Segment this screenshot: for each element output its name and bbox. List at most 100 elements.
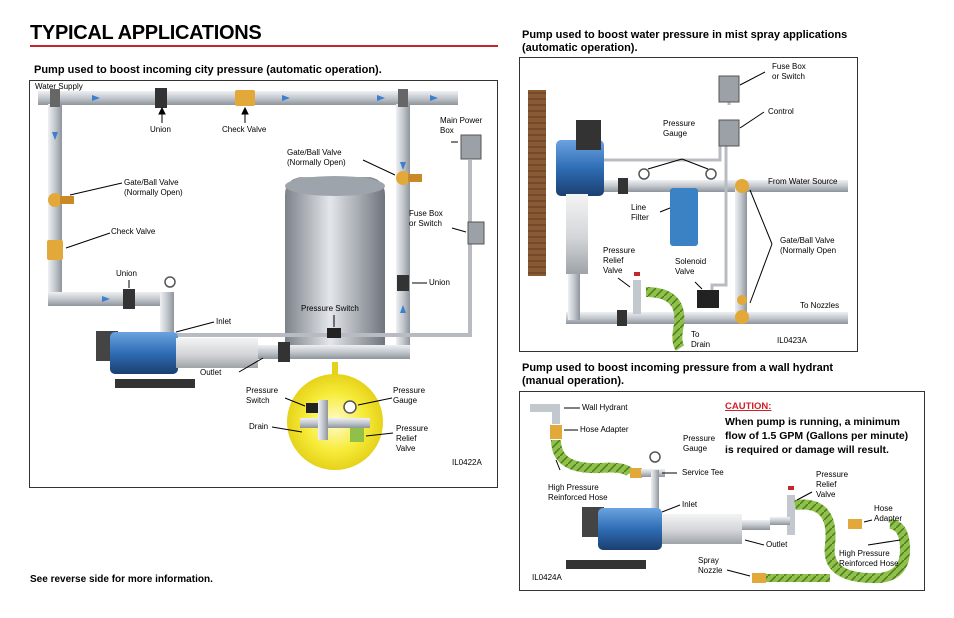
label-pressure-switch-detail: Pressure Switch [246,386,278,406]
label-fuse-box-2: Fuse Box or Switch [772,62,806,82]
label-pressure-relief-2-l2: Relief [603,256,624,265]
diagram2-artwork [528,75,848,351]
label-solenoid-valve: Solenoid Valve [675,257,706,277]
diagram1-code: IL0422A [452,458,482,467]
page-title: TYPICAL APPLICATIONS [30,22,262,44]
label-pressure-relief-2-l1: Pressure [603,246,636,255]
label-solenoid-valve-l2: Valve [675,267,695,276]
diagram1-panel [29,80,498,488]
label-union-top: Union [150,125,171,134]
label-to-drain: To Drain [691,330,710,350]
label-drain: Drain [249,422,269,431]
label-solenoid-valve-l1: Solenoid [675,257,707,266]
label-gate-valve-right-l2: (Normally Open) [287,158,346,167]
footer-note: See reverse side for more information. [30,574,213,585]
label-spray-nozzle-l1: Spray [698,556,719,565]
label-pressure-relief-3-l3: Valve [816,490,836,499]
label-main-power-box: Main Power Box [440,116,482,136]
label-check-valve-left: Check Valve [111,227,156,236]
label-to-drain-l1: To [691,330,700,339]
check-valve-top-icon [235,90,255,106]
label-pressure-relief-1-l2: Relief [396,434,417,443]
label-hp-hose-left-l2: Reinforced Hose [548,493,608,502]
label-pressure-relief-1-l1: Pressure [396,424,429,433]
label-gate-valve-right-l1: Gate/Ball Valve [287,148,342,157]
caution-line-1: When pump is running, a minimum [725,416,900,428]
flow-arrows [52,95,438,313]
label-fuse-box-2-l1: Fuse Box [772,62,806,71]
label-check-valve-top: Check Valve [222,125,267,134]
label-pressure-relief-1-l3: Valve [396,444,416,453]
diagram3-heading: Pump used to boost incoming pressure fro… [522,362,833,388]
label-line-filter-l1: Line [631,203,647,212]
label-pressure-gauge-detail-l2: Gauge [393,396,418,405]
label-wall-hydrant: Wall Hydrant [582,403,628,412]
title-rule [30,45,498,47]
label-fuse-box-1-l1: Fuse Box [409,209,443,218]
label-outlet-3: Outlet [766,540,788,549]
label-hp-hose-right-l1: High Pressure [839,549,890,558]
caution-line-2: flow of 1.5 GPM (Gallons per minute) [725,430,909,442]
label-inlet-1: Inlet [216,317,232,326]
label-pressure-gauge-detail: Pressure Gauge [393,386,425,406]
diagram1-artwork [38,88,485,470]
label-hose-adapter-right-l1: Hose [874,504,893,513]
line-filter-icon [670,188,698,246]
label-to-drain-l2: Drain [691,340,711,349]
label-control: Control [768,107,794,116]
label-gate-valve-left-l1: Gate/Ball Valve [124,178,179,187]
diagram2-code: IL0423A [777,336,807,345]
label-pressure-relief-1: Pressure Relief Valve [396,424,428,454]
caution-text: When pump is running, a minimum flow of … [725,415,908,457]
diagram3-heading-line1: Pump used to boost incoming pressure fro… [522,362,834,374]
diagram2-heading: Pump used to boost water pressure in mis… [522,29,847,55]
label-pressure-switch-tank: Pressure Switch [301,304,359,313]
diagram3-artwork [530,404,911,584]
label-pressure-relief-2: Pressure Relief Valve [603,246,635,276]
caution-line-3: is required or damage will result. [725,444,889,456]
label-pressure-gauge-detail-l1: Pressure [393,386,426,395]
label-pressure-gauge-2-l1: Pressure [663,119,696,128]
diagram2-heading-line2: (automatic operation). [522,42,638,54]
label-pressure-relief-3-l2: Relief [816,480,837,489]
label-pressure-relief-3-l1: Pressure [816,470,849,479]
label-pressure-relief-3: Pressure Relief Valve [816,470,848,500]
label-inlet-3: Inlet [682,500,698,509]
label-pressure-switch-detail-l2: Switch [246,396,270,405]
label-line-filter: Line Filter [631,203,649,223]
label-spray-nozzle: Spray Nozzle [698,556,722,576]
label-fuse-box-2-l2: or Switch [772,72,805,81]
label-fuse-box-1: Fuse Box or Switch [409,209,443,229]
diagram1-heading: Pump used to boost incoming city pressur… [34,64,382,76]
diagram3-heading-line2: (manual operation). [522,375,625,387]
label-main-power-box-l2: Box [440,126,454,135]
leader-lines [65,71,901,577]
label-gate-valve-2-l2: (Normally Open [780,246,837,255]
label-gate-valve-right: Gate/Ball Valve (Normally Open) [287,148,346,168]
label-gate-valve-2: Gate/Ball Valve (Normally Open [780,236,836,256]
diagram3-code: IL0424A [532,573,562,582]
label-union-right: Union [429,278,450,287]
label-hose-adapter-right: Hose Adapter [874,504,902,524]
label-from-water-source: From Water Source [768,177,838,186]
label-pressure-gauge-3-l1: Pressure [683,434,716,443]
label-hose-adapter-right-l2: Adapter [874,514,903,523]
caution-title: CAUTION: [725,401,772,412]
label-gate-valve-left-l2: (Normally Open) [124,188,183,197]
label-pressure-gauge-2-l2: Gauge [663,129,688,138]
spray-nozzle-icon [752,573,766,583]
pressure-tank [285,177,385,350]
label-hp-hose-left: High Pressure Reinforced Hose [548,483,608,503]
label-spray-nozzle-l2: Nozzle [698,566,723,575]
label-hose-adapter-top: Hose Adapter [580,425,629,434]
label-to-nozzles: To Nozzles [800,301,840,310]
pump-1 [110,332,178,374]
solenoid-valve-icon [697,290,719,308]
wall [528,90,546,276]
label-pressure-gauge-2: Pressure Gauge [663,119,695,139]
diagram2-heading-line1: Pump used to boost water pressure in mis… [522,29,848,41]
label-outlet-1: Outlet [200,368,222,377]
label-gate-valve-left: Gate/Ball Valve (Normally Open) [124,178,183,198]
label-fuse-box-1-l2: or Switch [409,219,442,228]
